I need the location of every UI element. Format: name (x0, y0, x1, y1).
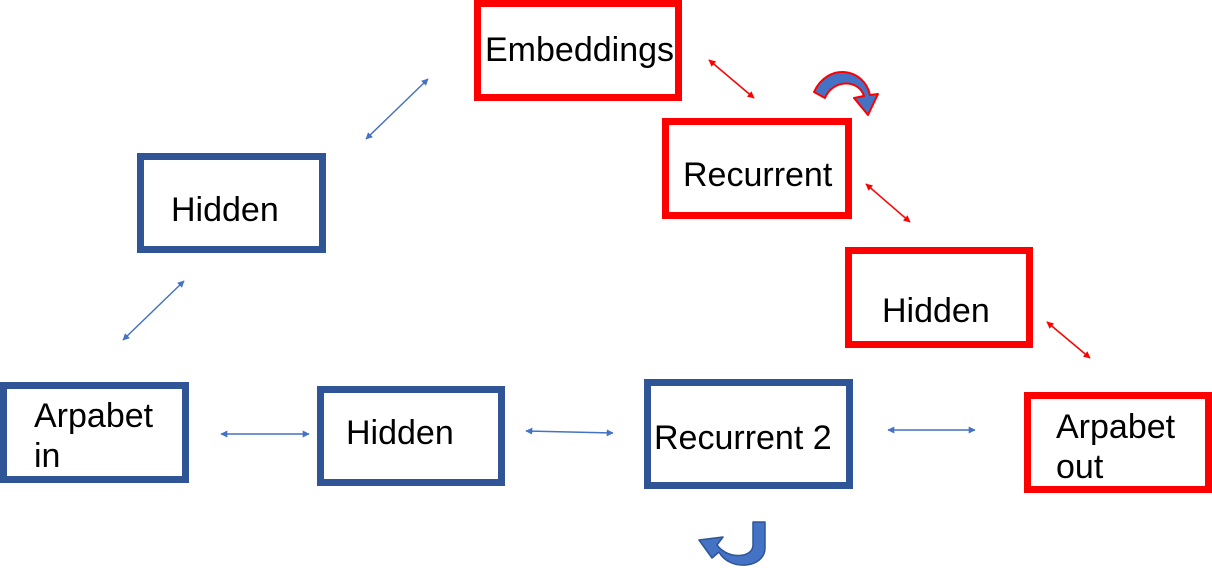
hidden-bottom-box: Hidden (317, 386, 505, 486)
arpabet-in-box: Arpabet in (0, 382, 189, 483)
recurrent-2-box: Recurrent 2 (644, 379, 853, 489)
recurrent-2-label: Recurrent 2 (654, 419, 832, 457)
arpabet-out-box: Arpabet out (1024, 392, 1212, 493)
hidden-left-label: Hidden (171, 191, 279, 229)
arrow-arpabet-in-hidden-left (122, 280, 185, 341)
arpabet-in-label: Arpabet in (34, 397, 154, 475)
recurrent-label: Recurrent (683, 156, 833, 194)
hidden-bottom-label: Hidden (346, 414, 454, 452)
embeddings-box: Embeddings (474, 0, 682, 101)
arrow-embeddings-recurrent (708, 59, 755, 99)
embeddings-label: Embeddings (485, 31, 675, 69)
hidden-left-box: Hidden (137, 153, 326, 253)
arpabet-out-label: Arpabet out (1056, 408, 1176, 486)
recurrent-2-loop-icon (698, 521, 766, 566)
arrow-hidden-left-embeddings (365, 78, 429, 140)
recurrent-box: Recurrent (662, 118, 852, 219)
hidden-right-label: Hidden (882, 292, 990, 330)
arrow-hidden-right-arpabet-out (1046, 321, 1091, 359)
recurrent-loop-icon (813, 71, 879, 116)
arrow-hidden-bottom-recurrent-2 (525, 427, 614, 437)
arrow-recurrent-hidden-right (865, 183, 911, 223)
hidden-right-box: Hidden (845, 247, 1033, 348)
